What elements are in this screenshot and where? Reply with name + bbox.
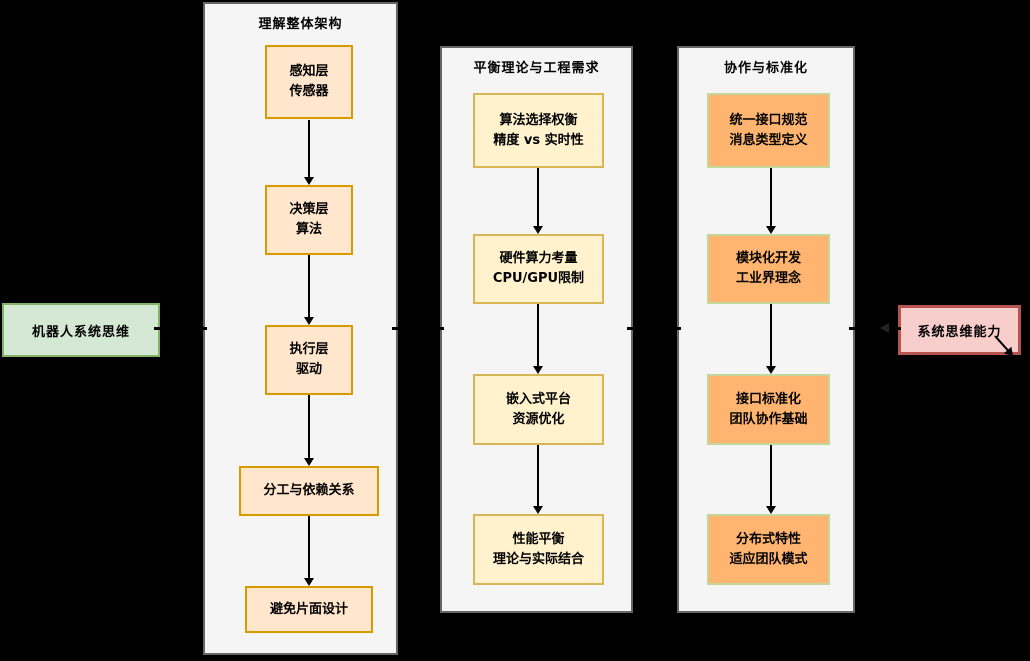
panel-title: 协作与标准化 — [723, 61, 808, 76]
node-line: 感知层 — [289, 64, 329, 79]
node-line: 统一接口规范 — [729, 112, 808, 128]
panel-title: 平衡理论与工程需求 — [473, 61, 600, 76]
panel-title: 理解整体架构 — [258, 17, 343, 32]
arrow-down-icon — [303, 255, 315, 325]
node-execution-layer[interactable]: 执行层 驱动 — [265, 325, 353, 395]
node-robot-system-thinking[interactable]: 机器人系统思维 — [2, 303, 160, 357]
node-label: 机器人系统思维 — [31, 324, 130, 340]
arrow-down-icon — [303, 395, 315, 466]
node-system-thinking-ability[interactable]: 系统思维能力 — [898, 305, 1021, 355]
node-embedded-platform[interactable]: 嵌入式平台 资源优化 — [473, 374, 604, 445]
node-algorithm-tradeoff[interactable]: 算法选择权衡 精度 vs 实时性 — [473, 93, 604, 168]
node-line: 传感器 — [289, 84, 329, 99]
panel-architecture[interactable]: 理解整体架构 感知层 传感器 决策层 算法 执行层 驱动 分工与依赖关系 避免片… — [203, 2, 398, 655]
panel-balance[interactable]: 平衡理论与工程需求 算法选择权衡 精度 vs 实时性 硬件算力考量 CPU/GP… — [440, 46, 633, 613]
node-distributed-teamwork[interactable]: 分布式特性 适应团队模式 — [707, 514, 830, 585]
arrow-down-icon — [303, 516, 315, 586]
node-label: 系统思维能力 — [917, 324, 1002, 340]
connector-nub — [154, 327, 162, 330]
node-line: 适应团队模式 — [729, 551, 808, 567]
node-division-dependency[interactable]: 分工与依赖关系 — [239, 466, 379, 516]
node-line: 工业界理念 — [735, 271, 801, 286]
connector-nub — [392, 327, 400, 330]
node-line: 团队协作基础 — [729, 411, 808, 427]
node-line: 决策层 — [289, 202, 329, 217]
connector-nub — [893, 327, 901, 330]
node-line: 算法 — [295, 222, 322, 237]
node-line: 执行层 — [289, 342, 329, 357]
node-line: 分工与依赖关系 — [263, 483, 355, 498]
node-line: 理论与实际结合 — [492, 551, 584, 567]
node-line: 模块化开发 — [735, 251, 801, 266]
node-line: 接口标准化 — [735, 391, 801, 407]
node-unified-interface[interactable]: 统一接口规范 消息类型定义 — [707, 93, 830, 168]
arrow-down-icon — [303, 120, 315, 185]
connector-nub — [627, 327, 635, 330]
node-line: 硬件算力考量 — [499, 251, 578, 266]
node-avoid-onesided-design[interactable]: 避免片面设计 — [245, 586, 373, 633]
node-line: CPU/GPU限制 — [492, 271, 585, 286]
arrow-down-icon — [765, 445, 777, 514]
node-perception-layer[interactable]: 感知层 传感器 — [265, 45, 353, 119]
connector-nub — [199, 327, 207, 330]
node-line: 性能平衡 — [512, 531, 565, 547]
node-hardware-compute[interactable]: 硬件算力考量 CPU/GPU限制 — [473, 234, 604, 304]
arrow-left-icon — [880, 323, 889, 333]
connector-nub — [673, 327, 681, 330]
node-line: 驱动 — [295, 362, 322, 377]
arrow-down-icon — [532, 304, 544, 374]
arrow-down-icon — [532, 168, 544, 234]
node-line: 资源优化 — [512, 411, 565, 427]
node-performance-balance[interactable]: 性能平衡 理论与实际结合 — [473, 514, 604, 585]
node-modular-development[interactable]: 模块化开发 工业界理念 — [707, 234, 830, 304]
arrow-down-icon — [532, 445, 544, 514]
node-line: 消息类型定义 — [729, 132, 808, 148]
node-line: 嵌入式平台 — [505, 391, 571, 407]
panel-collaboration[interactable]: 协作与标准化 统一接口规范 消息类型定义 模块化开发 工业界理念 接口标准化 团… — [677, 46, 855, 613]
arrow-down-icon — [765, 168, 777, 234]
node-line: 算法选择权衡 — [499, 112, 578, 128]
connector-nub — [849, 327, 857, 330]
node-line: 避免片面设计 — [269, 601, 348, 617]
node-decision-layer[interactable]: 决策层 算法 — [265, 185, 353, 255]
node-line: 分布式特性 — [735, 531, 801, 547]
node-interface-standardization[interactable]: 接口标准化 团队协作基础 — [707, 374, 830, 445]
connector-nub — [436, 327, 444, 330]
arrow-down-icon — [765, 304, 777, 374]
node-line: 精度 vs 实时性 — [493, 132, 584, 148]
